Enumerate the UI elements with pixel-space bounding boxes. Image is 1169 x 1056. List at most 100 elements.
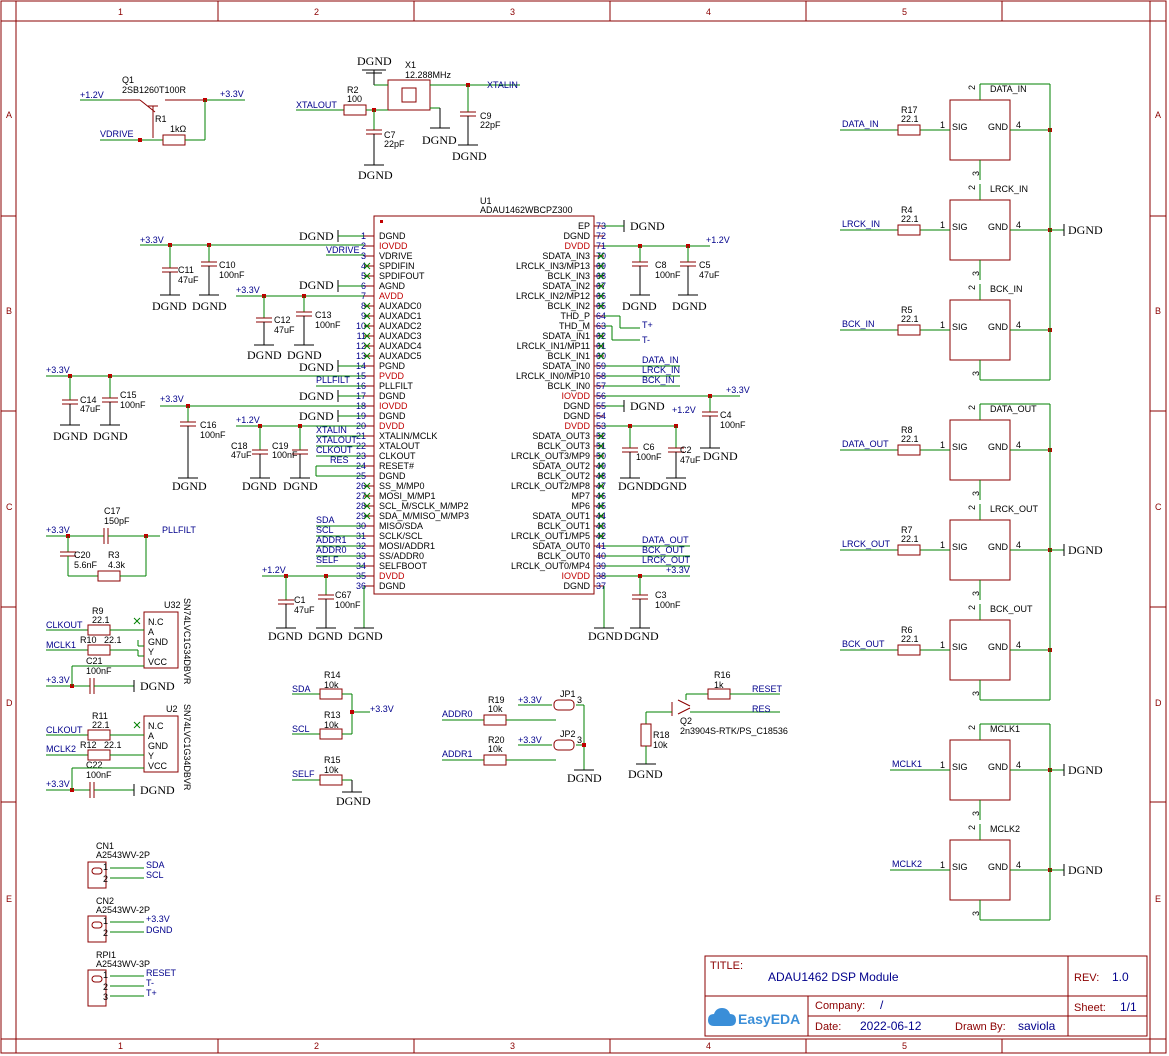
coax-pin-sig: SIG: [952, 542, 968, 552]
u1-pin-name: VDRIVE: [379, 251, 413, 261]
sheet-value: 1/1: [1120, 1000, 1137, 1014]
net-lrck-in: LRCK_IN: [642, 365, 680, 375]
pvdd-decoupling: +3.3V DGND C14 47uF DGND C15 100nF PLLFI…: [46, 365, 364, 443]
u1-pin-number: 58: [596, 371, 606, 381]
net-p12: +1.2V: [672, 405, 696, 415]
r11-ref: R11: [92, 711, 108, 721]
dvdd35-decoupling: +1.2V DGND C1 47uF DGND C67 100nF DGND: [262, 565, 383, 643]
u1-pin-number: 3: [361, 251, 366, 261]
logo-text: EasyEDA: [738, 1011, 800, 1027]
c19-value: 100nF: [272, 450, 298, 460]
c9-value: 22pF: [480, 120, 501, 130]
u1-pin-name: AVDD: [379, 291, 404, 301]
grid-col: 3: [510, 1041, 515, 1051]
u1-pin-number: 37: [596, 581, 606, 591]
u1-pin-name: IOVDD: [561, 571, 590, 581]
gnd-label: DGND: [299, 360, 334, 374]
coax-resistor-ref: R6: [901, 625, 913, 635]
gnd-label: DGND: [1068, 863, 1103, 877]
net-clkout: CLKOUT: [316, 445, 353, 455]
pll-filter: +3.3V C17 150pF PLLFILT C20 5.6nF R3 4.3…: [46, 506, 196, 582]
coax-pin-2: 2: [967, 505, 977, 510]
coax-resistor-ref: R4: [901, 205, 913, 215]
coax-pin-4: 4: [1016, 440, 1021, 450]
c12-ref: C12: [274, 315, 291, 325]
c4-value: 100nF: [720, 420, 746, 430]
r1-ref: R1: [155, 114, 167, 124]
buffer-u32: N.C A GND Y VCC U32 SN74LVC1G34DBVR CLKO…: [46, 598, 192, 694]
net-res: RES: [330, 455, 349, 465]
coax-pin-1: 1: [940, 760, 945, 770]
coax-title: BCK_IN: [990, 284, 1023, 294]
gnd-label: DGND: [588, 629, 623, 643]
coax-pin-3: 3: [971, 271, 981, 276]
r15-ref: R15: [324, 755, 341, 765]
gnd-label: DGND: [618, 479, 653, 493]
jp2-ref: JP2: [560, 729, 576, 739]
u1-pin-name: SPDIFOUT: [379, 271, 425, 281]
u1-pin-number: 54: [596, 411, 606, 421]
grid-col: 5: [902, 7, 907, 17]
gnd-label: DGND: [308, 629, 343, 643]
u1-pin-name: DGND: [564, 401, 591, 411]
net-bck-in: BCK_IN: [642, 375, 675, 385]
c17-ref: C17: [104, 506, 121, 516]
gnd-label: DGND: [299, 278, 334, 292]
net-lrck-out: LRCK_OUT: [642, 555, 691, 565]
c21-ref: C21: [86, 656, 103, 666]
u1-pin-number: 26: [356, 481, 366, 491]
grid-column-labels: 1 2 3 4 5 1 2 3 4 5: [118, 7, 907, 1051]
coax-pin-sig: SIG: [952, 322, 968, 332]
r10-value: 22.1: [104, 635, 122, 645]
net-p12: +1.2V: [262, 565, 286, 575]
r14-ref: R14: [324, 670, 341, 680]
net-tm: T-: [146, 978, 154, 988]
gnd-label: DGND: [140, 783, 175, 797]
u1-pin-name: PGND: [379, 361, 406, 371]
coax-net: LRCK_IN: [842, 219, 880, 229]
u1-pin-name: SDATA_OUT0: [532, 541, 590, 551]
drawn-by-value: saviola: [1018, 1019, 1056, 1033]
u1-pin-number: 39: [596, 561, 606, 571]
u1-body: [373, 215, 595, 595]
u1-pin-name: SDATA_OUT1: [532, 511, 590, 521]
drawn-by-label: Drawn By:: [955, 1021, 1006, 1033]
coax-pin-2: 2: [967, 825, 977, 830]
coax-pin-gnd: GND: [988, 862, 1009, 872]
u1-pin-name: LRCLK_OUT3/MP9: [511, 451, 590, 461]
coax-net: MCLK2: [892, 859, 922, 869]
net-reset: RESET: [146, 968, 177, 978]
u1-pin-name: DGND: [564, 411, 591, 421]
c1-value: 47uF: [294, 605, 315, 615]
r2-value: 100: [347, 94, 362, 104]
u1-pin-number: 72: [596, 231, 606, 241]
i2c-pullups: SDA R14 10k +3.3V SCL R13 10k SELF R15 1…: [292, 670, 394, 808]
c21-value: 100nF: [86, 666, 112, 676]
gnd-label: DGND: [652, 479, 687, 493]
u1-pin-name: DGND: [379, 411, 406, 421]
c15-ref: C15: [120, 390, 137, 400]
coax-resistor-value: 22.1: [901, 634, 919, 644]
net-tm: T-: [642, 335, 650, 345]
net-bck-out: BCK_OUT: [642, 545, 685, 555]
net-xtalin: XTALIN: [316, 425, 347, 435]
gnd-label: DGND: [622, 299, 657, 313]
gnd-label: DGND: [357, 54, 392, 68]
u1-pin-name: SDATA_OUT3: [532, 431, 590, 441]
net-addr0: ADDR0: [316, 545, 347, 555]
coax-pin-3: 3: [971, 171, 981, 176]
q1-ref: Q1: [122, 75, 134, 85]
u1-pin-name: BCLK_IN2: [547, 301, 590, 311]
connector-cn1: CN1 A2543WV-2P 1 2 SDA SCL: [87, 841, 165, 889]
u1-pin-number: 38: [596, 571, 606, 581]
jp1-pin3: 3: [577, 695, 582, 705]
u1-pin-number: 5: [361, 271, 366, 281]
u1-pin-name: SS_M/MP0: [379, 481, 425, 491]
grid-row: D: [6, 698, 13, 708]
gnd-label: DGND: [268, 629, 303, 643]
net-p33: +3.3V: [140, 235, 164, 245]
